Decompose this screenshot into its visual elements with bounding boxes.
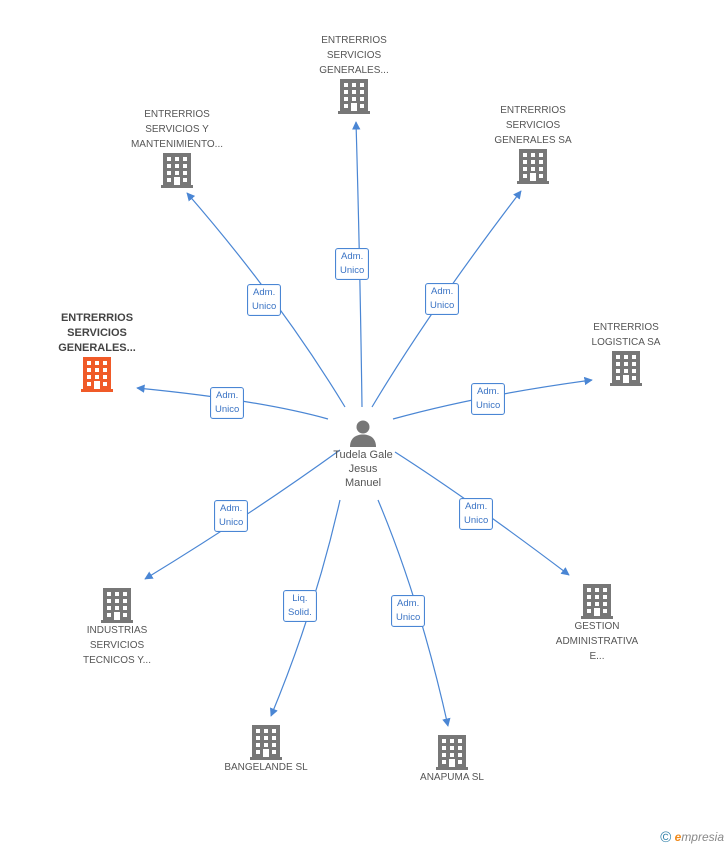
- company-node[interactable]: ANAPUMA SL: [382, 734, 522, 785]
- copyright-icon: ©: [660, 829, 672, 846]
- role-label[interactable]: Adm.Unico: [459, 498, 494, 530]
- role-label[interactable]: Adm.Unico: [214, 500, 249, 532]
- copyright-footer[interactable]: © empresia: [660, 829, 724, 846]
- role-label[interactable]: Adm.Unico: [335, 248, 370, 280]
- building-icon: [161, 152, 193, 188]
- role-label[interactable]: Adm.Unico: [247, 284, 282, 316]
- building-icon: [101, 587, 133, 623]
- building-icon: [436, 734, 468, 770]
- role-label[interactable]: Adm.Unico: [425, 283, 460, 315]
- building-icon: [81, 356, 113, 392]
- building-icon: [250, 724, 282, 760]
- company-label: BANGELANDE SL: [224, 762, 308, 773]
- empresia-logo-text: mpresia: [681, 830, 724, 844]
- company-node[interactable]: BANGELANDE SL: [196, 724, 336, 775]
- role-label[interactable]: Adm.Unico: [471, 383, 506, 415]
- empresia-logo-initial: e: [674, 830, 682, 844]
- building-icon: [338, 78, 370, 114]
- company-label: ANAPUMA SL: [420, 772, 484, 783]
- role-label[interactable]: Adm.Unico: [391, 595, 426, 627]
- building-icon: [517, 148, 549, 184]
- role-label[interactable]: Adm.Unico: [210, 387, 245, 419]
- relationship-edge: [136, 384, 329, 420]
- person-icon: [350, 420, 376, 447]
- building-icon: [581, 583, 613, 619]
- building-icon: [610, 350, 642, 386]
- role-label[interactable]: Liq.Solid.: [283, 590, 317, 622]
